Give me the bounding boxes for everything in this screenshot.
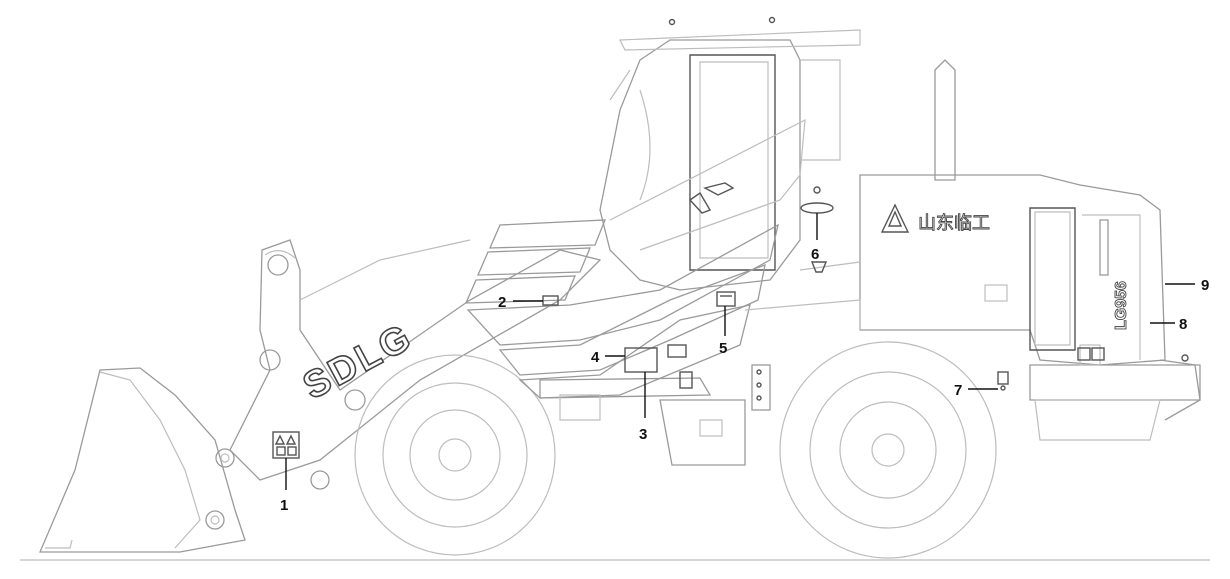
callout-1: 1 [280,497,288,514]
frame-details [559,186,1189,466]
callout-5: 5 [719,340,727,357]
callout-6: 6 [811,246,819,263]
model-decal: LG956 [1113,281,1131,331]
decal-7-lift-point [997,371,1009,391]
boom-arm [229,239,602,490]
stripe-decals [464,118,806,399]
callout-7: 7 [954,382,962,399]
callout-8: 8 [1179,316,1187,333]
rear-wheel [779,341,997,559]
hood-brand-logo: 山东临工 [880,203,990,234]
model-decal-text: LG956 [1113,281,1130,330]
callout-9: 9 [1201,277,1209,294]
decal-1-warning [272,431,300,459]
callout-3: 3 [639,426,647,443]
callout-labels: 1 2 3 4 5 6 7 8 9 [280,246,1209,514]
operator-cab [599,16,861,291]
cn-logo-text: 山东临工 [918,213,990,234]
callout-2: 2 [498,294,506,311]
decal-4-plate [624,344,687,373]
decal-5-tag [716,291,736,307]
leader-lines [285,213,1195,490]
decal-cab-icons [679,182,1105,389]
callout-4: 4 [591,349,600,366]
front-wheel [354,354,556,556]
bucket [39,367,246,553]
engine-hood [859,59,1201,441]
